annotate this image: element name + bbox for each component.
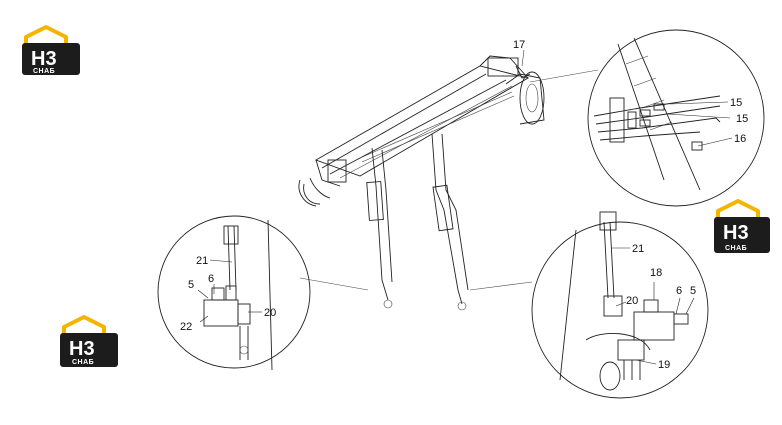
lift-cylinder-right [431,133,469,311]
callout-21-left: 21 [196,255,208,267]
callout-15-lower: 15 [736,113,748,125]
logo-text-top: H3 [723,222,749,244]
brand-logo-bottom-left: H3 СНАБ [60,315,118,367]
callout-16: 16 [734,133,746,145]
detail-view-bottom-right [469,211,709,399]
brand-logo-right: H3 СНАБ [714,199,770,253]
callout-5-left: 5 [188,279,194,291]
callout-6-right: 6 [676,285,682,297]
callout-19-right: 19 [658,359,670,371]
brand-logo-top-left: H3 СНАБ [22,25,80,75]
callout-18-right: 18 [650,267,662,279]
logo-text-bottom: СНАБ [725,245,747,252]
leader-lines [197,101,733,365]
detail-view-top-right [529,29,765,207]
callout-5-right: 5 [690,285,696,297]
crane-boom-assembly [298,49,545,207]
callout-labels: 17 15 15 16 21 6 5 22 20 21 18 6 5 20 19 [180,39,748,371]
logo-text-top: H3 [69,338,95,360]
callout-20-right: 20 [626,295,638,307]
callout-20-left: 20 [264,307,276,319]
callout-21-right: 21 [632,243,644,255]
callout-6-left: 6 [208,273,214,285]
logo-text-bottom: СНАБ [72,359,94,366]
logo-text-bottom: СНАБ [33,68,55,75]
callout-15-upper: 15 [730,97,742,109]
callout-17: 17 [513,39,525,51]
detail-view-bottom-left [157,215,369,371]
callout-22-left: 22 [180,321,192,333]
lift-cylinder-left [366,147,393,309]
logo-text-top: H3 [31,48,57,70]
